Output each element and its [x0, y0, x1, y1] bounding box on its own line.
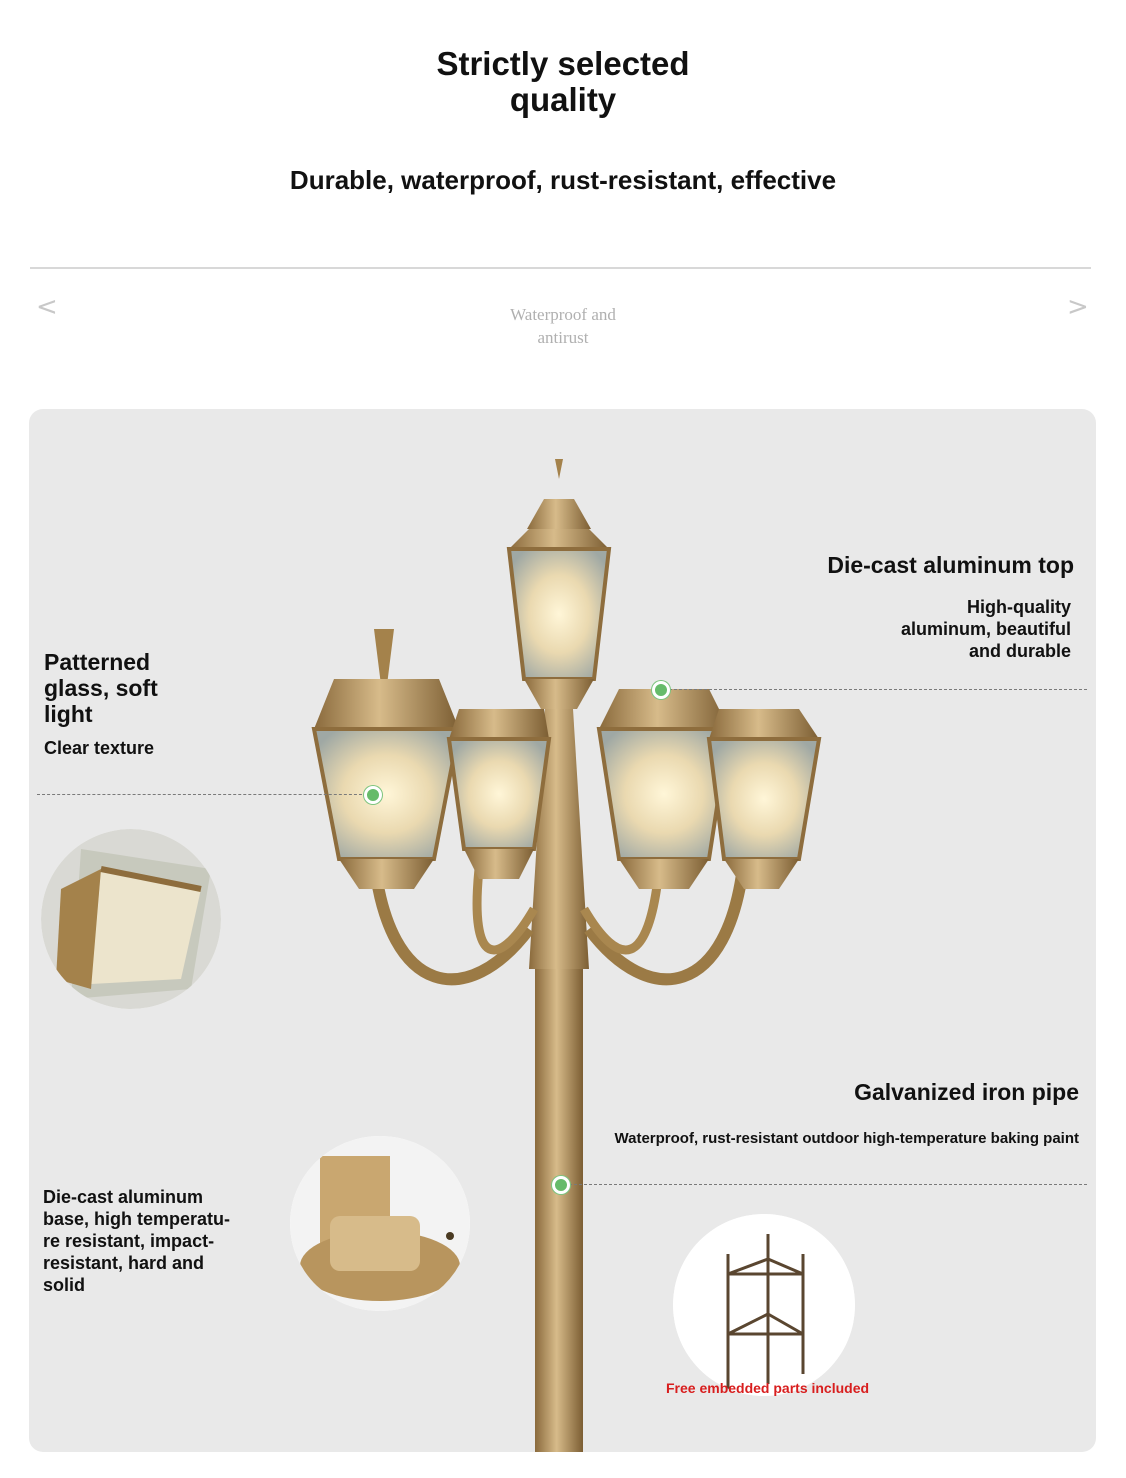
feature-base-line1: Die-cast aluminum — [43, 1187, 204, 1207]
page-title-line1: Strictly selected — [436, 45, 690, 82]
feature-pipe-title: Galvanized iron pipe — [854, 1079, 1079, 1105]
embedded-parts-graphic — [673, 1214, 855, 1396]
feature-top-desc-line1: High-quality — [967, 597, 1071, 617]
feature-base-line5: solid — [43, 1275, 86, 1295]
divider — [30, 267, 1091, 269]
page-title: Strictly selected quality — [0, 46, 1126, 118]
glass-detail-image — [41, 829, 221, 1009]
product-feature-panel: Die-cast aluminum top High-quality alumi… — [29, 409, 1096, 1452]
feature-glass-desc: Clear texture — [44, 738, 155, 758]
chevron-right-icon[interactable]: > — [1067, 292, 1089, 322]
feature-glass-title-line2: glass, soft — [44, 675, 158, 701]
base-detail-image — [290, 1136, 470, 1311]
glass-detail-graphic — [41, 829, 221, 1009]
slide-label-line2: antirust — [537, 328, 589, 347]
feature-pipe-leader-line — [569, 1184, 1087, 1185]
carousel-slide-label[interactable]: Waterproof and antirust — [463, 303, 663, 349]
embedded-parts-note: Free embedded parts included — [666, 1380, 870, 1396]
lamp-illustration — [311, 459, 822, 1452]
feature-top-hotspot[interactable] — [652, 681, 670, 699]
feature-base-line3: re resistant, impact- — [43, 1231, 215, 1251]
base-detail-graphic — [290, 1136, 470, 1311]
feature-glass-hotspot[interactable] — [364, 786, 382, 804]
feature-top-desc-line3: and durable — [968, 641, 1071, 661]
embedded-parts-image — [673, 1214, 855, 1396]
feature-top-title: Die-cast aluminum top — [827, 552, 1074, 578]
slide-label-line1: Waterproof and — [510, 305, 616, 324]
feature-top-desc-line2: aluminum, beautiful — [900, 619, 1071, 639]
feature-top-desc: High-quality aluminum, beautiful and dur… — [901, 596, 1071, 662]
chevron-left-icon[interactable]: < — [36, 292, 58, 322]
feature-pipe-hotspot[interactable] — [552, 1176, 570, 1194]
page-title-line2: quality — [509, 81, 617, 118]
feature-base-line4: resistant, hard and — [43, 1253, 205, 1273]
feature-glass-title-line1: Patterned — [44, 649, 151, 675]
feature-base-desc: Die-cast aluminum base, high temperatu- … — [43, 1186, 230, 1296]
feature-glass-title: Patterned glass, soft light — [44, 649, 158, 727]
feature-top-leader-line — [669, 689, 1087, 690]
feature-glass-title-line3: light — [44, 701, 93, 727]
feature-base-line2: base, high temperatu- — [43, 1209, 231, 1229]
page-subtitle: Durable, waterproof, rust-resistant, eff… — [289, 165, 837, 195]
feature-pipe-desc: Waterproof, rust-resistant outdoor high-… — [614, 1130, 1079, 1147]
feature-glass-leader-line — [37, 794, 367, 795]
